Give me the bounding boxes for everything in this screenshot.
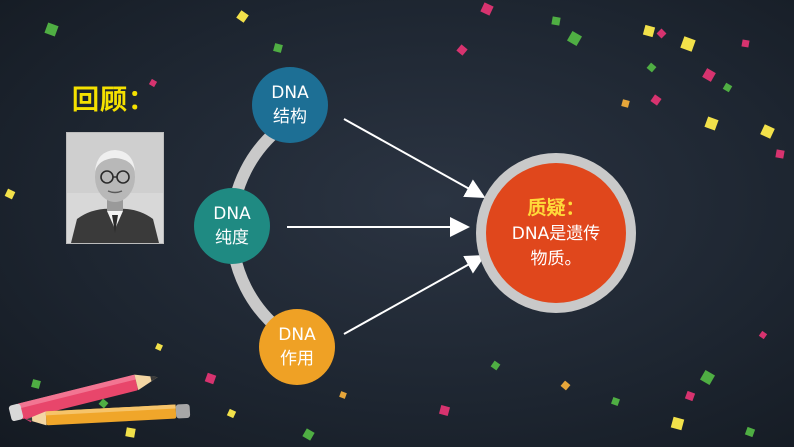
node-label-line1: DNA: [278, 325, 316, 345]
node-dna-structure: DNA 结构: [252, 67, 328, 143]
conclusion-line2: 物质。: [530, 248, 582, 269]
pink-pencil-icon: [8, 374, 158, 421]
node-dna-purity: DNA 纯度: [194, 188, 270, 264]
node-dna-function: DNA 作用: [259, 309, 335, 385]
portrait-photo: [66, 132, 164, 244]
node-label-line2: 纯度: [215, 228, 249, 248]
conclusion-heading: 质疑：: [527, 196, 585, 219]
orange-pencil-icon: [26, 403, 191, 426]
node-label-line2: 作用: [280, 349, 314, 369]
arrow-bottom: [343, 255, 486, 335]
node-label-line2: 结构: [273, 107, 307, 127]
node-label-line1: DNA: [213, 204, 251, 224]
slide-title: 回顾：: [72, 85, 156, 116]
conclusion-line1: DNA是遗传: [511, 223, 601, 244]
arrow-top: [343, 118, 486, 198]
portrait-illustration: [67, 133, 163, 243]
conclusion-circle: 质疑： DNA是遗传 物质。: [486, 163, 626, 303]
node-label-line1: DNA: [271, 83, 309, 103]
